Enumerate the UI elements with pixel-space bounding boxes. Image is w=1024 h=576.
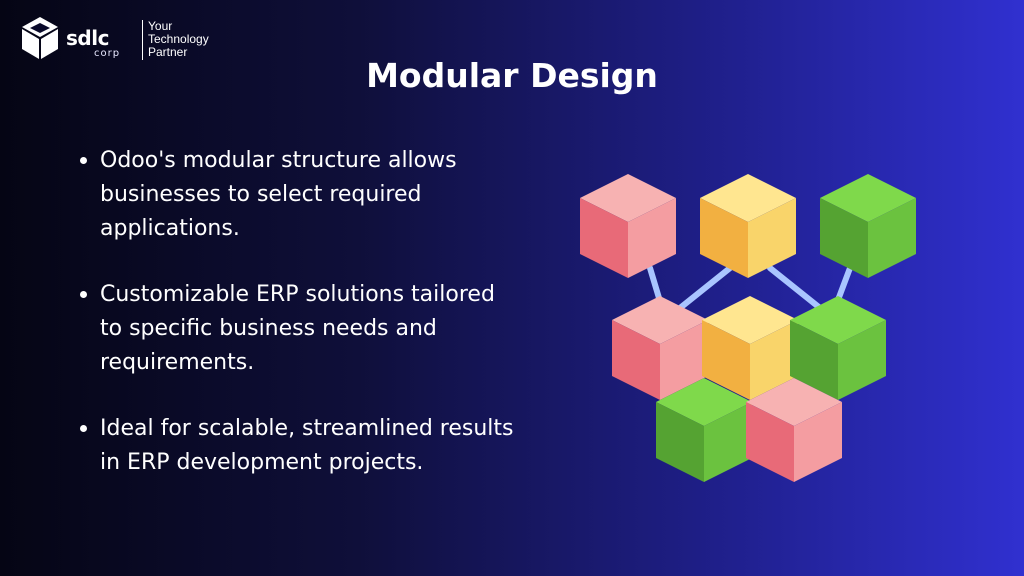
cube-group [580,174,916,482]
slide-title: Modular Design [366,56,658,95]
cube-face [580,198,628,278]
cube-face [746,402,794,482]
connector-line [767,265,823,311]
bullet-item: Customizable ERP solutions tailored to s… [78,278,518,380]
modular-cubes-illustration [580,174,916,482]
green-cube [656,378,752,482]
bullet-list: Odoo's modular structure allows business… [78,144,518,512]
brand-tagline: Your Technology Partner [148,20,228,59]
tagline-line: Your [148,19,173,33]
bullet-dot-icon [80,425,87,432]
cube-face [702,320,750,400]
cube-face [612,320,660,400]
bullet-dot-icon [80,291,87,298]
cube-face [748,198,796,278]
bullet-dot-icon [80,157,87,164]
cube-face [704,402,752,482]
cube-face [790,320,838,400]
cube-face [868,198,916,278]
pink-cube [612,296,708,400]
connector-line [677,265,733,311]
yellow-cube [700,174,796,278]
bullet-text: Customizable ERP solutions tailored to s… [100,282,495,375]
bullet-item: Ideal for scalable, streamlined results … [78,412,518,480]
bullet-item: Odoo's modular structure allows business… [78,144,518,246]
yellow-cube [702,296,798,400]
pink-cube [746,378,842,482]
pink-cube [580,174,676,278]
bullet-text: Odoo's modular structure allows business… [100,148,457,241]
green-cube [790,296,886,400]
cube-logo-icon [22,17,58,59]
tagline-line: Partner [148,45,188,59]
cube-face [750,320,798,400]
brand-divider [142,20,143,60]
brand-logo: sdlc corp Your Technology Partner [20,14,209,62]
cube-face [660,320,708,400]
brand-sub: corp [94,48,121,59]
cube-face [700,198,748,278]
green-cube [820,174,916,278]
cube-face [656,402,704,482]
cube-face [628,198,676,278]
cube-face [838,320,886,400]
brand-name: sdlc [66,26,109,50]
bullet-text: Ideal for scalable, streamlined results … [100,416,514,475]
cube-face [794,402,842,482]
cube-face [820,198,868,278]
tagline-line: Technology [148,32,209,46]
